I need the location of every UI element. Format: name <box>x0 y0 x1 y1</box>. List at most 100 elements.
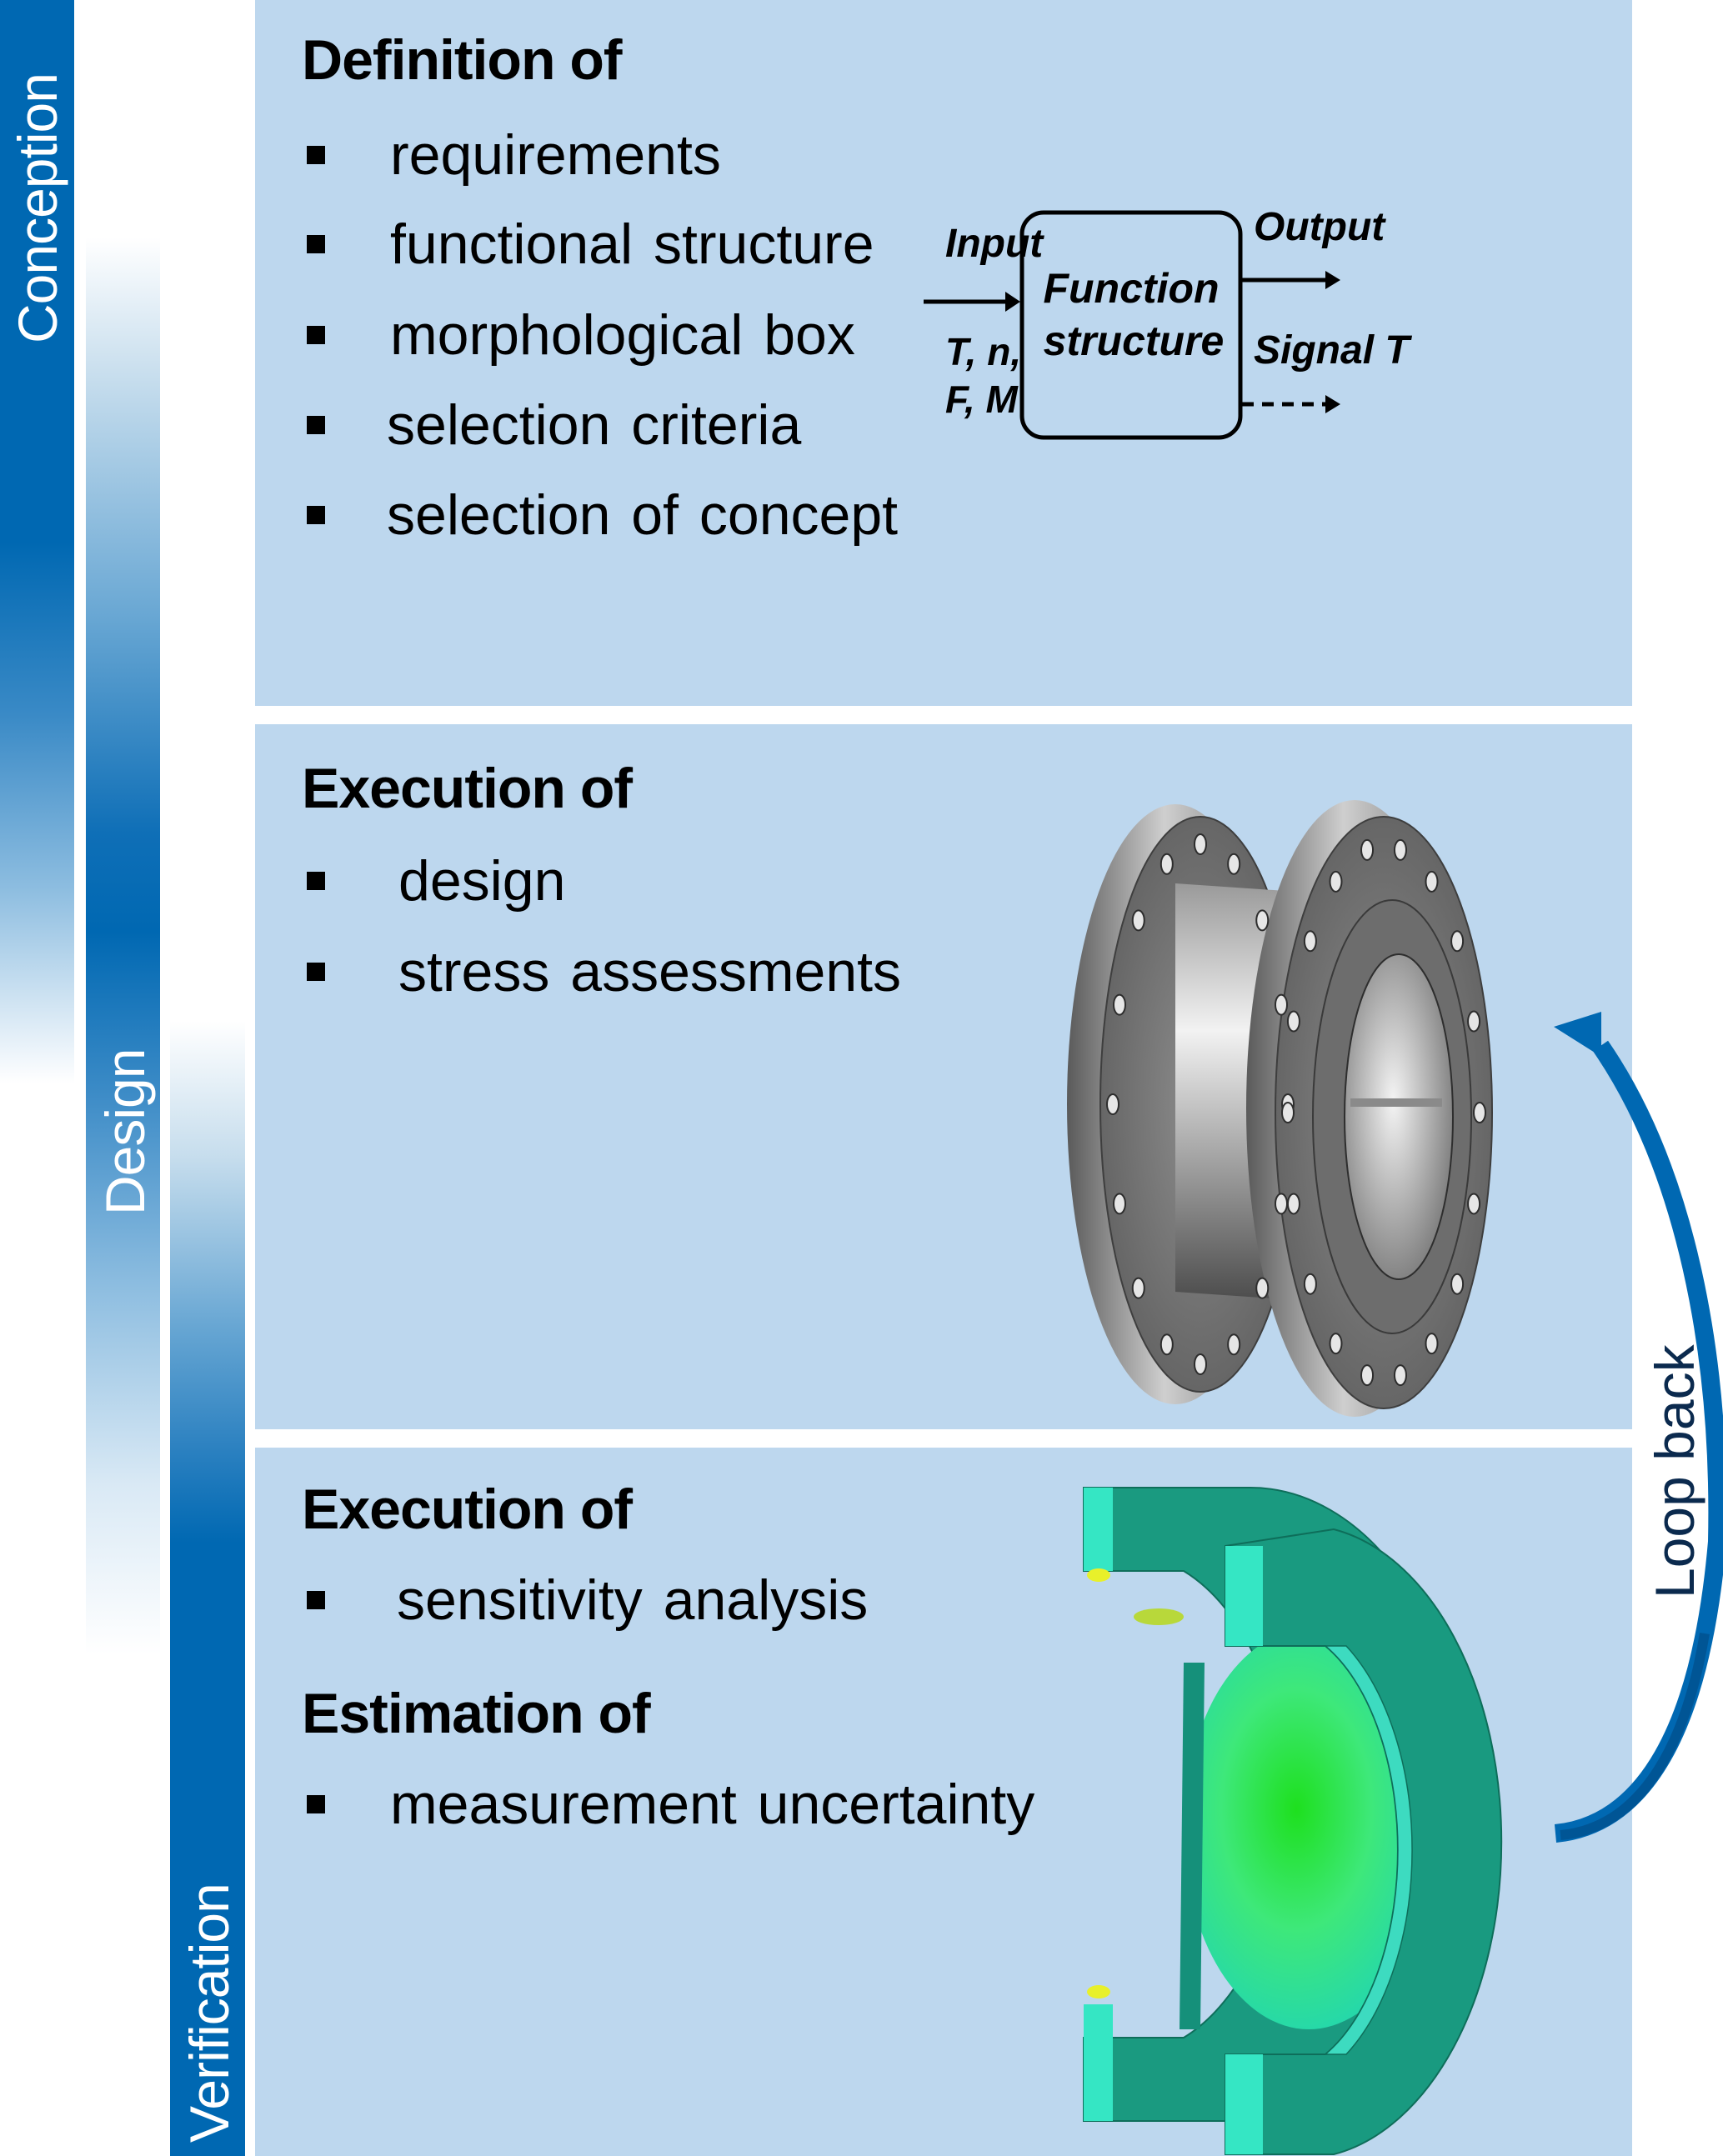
diagram-input-vars-2: F, M <box>945 378 1019 421</box>
fea-front-block-bottom <box>1225 2054 1263 2154</box>
bullet-item: selection criteria <box>307 392 801 458</box>
bullet-item: sensitivity analysis <box>307 1567 868 1633</box>
bolt-holes <box>1106 833 1486 1387</box>
design-heading: Execution of <box>302 757 633 820</box>
fea-stress-image <box>1083 1487 1503 2155</box>
bullet-icon <box>307 1795 325 1813</box>
bolt-hole <box>1473 1102 1486 1123</box>
bullet-text: requirements <box>390 123 721 187</box>
bore-opening <box>1344 953 1454 1280</box>
bolt-hole <box>1425 1333 1439 1355</box>
bolt-hole <box>1467 1010 1481 1033</box>
bullet-item: functional structure <box>307 211 874 278</box>
fea-back-block-top <box>1084 1488 1113 1571</box>
fea-inner-barrel <box>1184 1629 1434 2029</box>
bullet-item: requirements <box>307 122 721 188</box>
bolt-hole <box>1450 930 1465 953</box>
bullet-text: selection of concept <box>387 483 899 547</box>
loop-back-label: Loop back <box>1644 1344 1705 1598</box>
bolt-hole <box>1255 1277 1270 1299</box>
bolt-hole <box>1425 870 1439 893</box>
bullet-item: morphological box <box>307 302 855 368</box>
bolt-hole <box>1467 1193 1481 1215</box>
loop-back-arrow <box>1554 1012 1723 1843</box>
bolt-hole <box>1194 1353 1207 1375</box>
phase-bar-verification: Verification <box>170 1021 245 2156</box>
function-structure-box <box>1019 210 1243 440</box>
diagram-signal-label: Signal T <box>1254 328 1412 373</box>
fea-front-cage <box>1323 1645 1413 2055</box>
bolt-hole <box>1255 909 1270 932</box>
bolt-hole <box>1393 838 1407 861</box>
bullet-text: design <box>398 849 566 913</box>
output-arrow-head-icon <box>1325 271 1340 289</box>
bolt-hole <box>1227 853 1241 875</box>
diagram-output-label: Output <box>1254 205 1386 249</box>
conception-panel: Definition of requirements functional st… <box>255 0 1632 706</box>
bullet-icon <box>307 235 325 253</box>
box-label-line2: structure <box>1044 318 1225 364</box>
fea-spine <box>1180 1663 1205 2029</box>
verification-heading-1: Execution of <box>302 1478 633 1541</box>
input-arrow-head-icon <box>1005 292 1020 312</box>
cad-model-image <box>1067 800 1493 1417</box>
bolt-hole <box>1275 993 1289 1016</box>
conception-heading: Definition of <box>302 28 623 92</box>
diagram-input-vars-1: T, n, <box>945 330 1021 373</box>
bolt-hole <box>1286 1010 1300 1033</box>
bolt-hole <box>1112 1193 1126 1215</box>
bolt-hole <box>1160 1333 1174 1356</box>
bullet-item: design <box>307 848 565 914</box>
bullet-item: stress assessments <box>307 938 901 1005</box>
phase-label-conception: Conception <box>7 73 68 343</box>
bolt-hole <box>1450 1273 1465 1295</box>
bolt-hole <box>1194 833 1207 855</box>
bullet-text: morphological box <box>390 303 855 367</box>
bolt-hole <box>1112 993 1126 1016</box>
fea-hotspot <box>1087 1985 1110 1998</box>
diagram-input-label: Input <box>945 222 1044 266</box>
signal-arrow-head-icon <box>1325 395 1340 413</box>
bullet-icon <box>307 416 325 434</box>
bolt-hole <box>1303 930 1317 953</box>
loop-arrow-shadow <box>1560 1633 1710 1840</box>
phase-label-design: Design <box>94 1048 156 1215</box>
fea-front-block-top <box>1225 1546 1263 1646</box>
phase-bar-conception: Conception <box>0 0 74 1083</box>
bullet-text: stress assessments <box>398 940 902 1003</box>
fea-back-block-bottom <box>1084 2004 1113 2121</box>
bullet-icon <box>307 963 325 981</box>
bullet-text: measurement uncertainty <box>390 1773 1035 1836</box>
bolt-hole <box>1160 853 1174 875</box>
bolt-hole <box>1286 1193 1300 1215</box>
verification-heading-2: Estimation of <box>302 1682 651 1745</box>
bolt-hole <box>1360 1364 1375 1387</box>
bullet-icon <box>307 326 325 344</box>
bolt-hole <box>1303 1273 1317 1295</box>
bolt-hole <box>1393 1364 1407 1387</box>
phase-label-verification: Verification <box>178 1883 240 2143</box>
bullet-icon <box>307 872 325 890</box>
bore-key <box>1350 1098 1442 1107</box>
bolt-hole <box>1329 870 1343 893</box>
bullet-icon <box>307 1591 325 1609</box>
loop-arrow-head-icon <box>1554 1012 1601 1057</box>
bullet-item: measurement uncertainty <box>307 1771 1034 1838</box>
bullet-icon <box>307 506 325 524</box>
box-label-line1: Function <box>1043 265 1219 312</box>
bolt-hole <box>1360 838 1375 861</box>
bullet-item: selection of concept <box>307 482 898 548</box>
bullet-text: functional structure <box>390 213 874 276</box>
bolt-hole <box>1131 1277 1145 1299</box>
bullet-text: selection criteria <box>387 393 802 457</box>
function-structure-diagram: Input T, n, F, M Function structure Outp… <box>924 205 1412 440</box>
bullet-icon <box>307 146 325 164</box>
bolt-hole <box>1281 1102 1295 1123</box>
phase-bar-design: Design <box>86 238 160 1654</box>
bolt-hole <box>1227 1333 1241 1356</box>
bolt-hole <box>1275 1193 1289 1215</box>
fea-hotspot <box>1134 1608 1184 1625</box>
bolt-hole <box>1131 909 1145 932</box>
bullet-text: sensitivity analysis <box>397 1568 869 1632</box>
fea-hotspot <box>1087 1568 1110 1582</box>
